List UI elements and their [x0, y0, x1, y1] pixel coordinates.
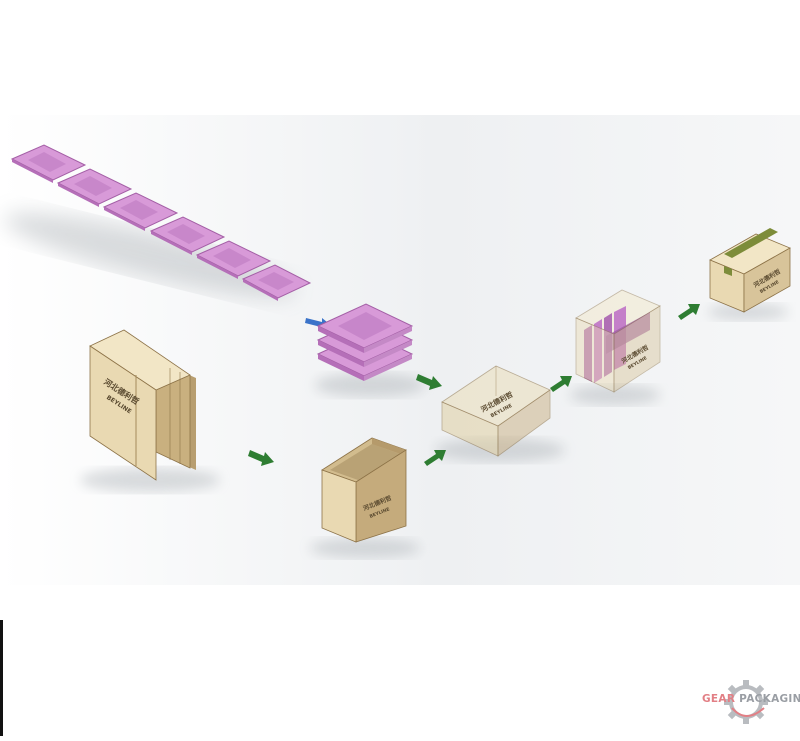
flat-blank [10, 144, 87, 183]
flat-blank [195, 240, 272, 279]
flat-carton: 河北德利哲 BEYLINE [89, 329, 196, 481]
green-arrow [248, 450, 274, 466]
flat-blank-feed [10, 144, 312, 301]
green-arrow [550, 376, 572, 392]
floor-shadows [4, 212, 788, 558]
sealed-carton: 河北德利哲 BEYLINE [709, 228, 791, 313]
left-edge-rule [0, 620, 3, 736]
brand-word-gear: GEAR [702, 693, 736, 705]
flat-blank [56, 168, 133, 207]
green-arrow [416, 374, 442, 390]
green-arrow [678, 304, 700, 320]
brand-logo: GEAR PACKAGING [702, 678, 800, 732]
brand-name: GEAR PACKAGING [702, 693, 800, 705]
erected-carton: 河北德利哲 BEYLINE [321, 437, 407, 543]
flat-blank [241, 264, 312, 301]
flat-blank [149, 216, 226, 255]
brand-word-packaging: PACKAGING [739, 693, 800, 705]
green-arrow [424, 450, 446, 466]
stacked-blanks [316, 303, 414, 381]
flat-blank [102, 192, 179, 231]
loaded-carton-open: 河北德利哲 BEYLINE [441, 365, 551, 457]
packed-carton: 河北德利哲 BEYLINE [575, 289, 661, 393]
gear-icon [724, 680, 768, 724]
